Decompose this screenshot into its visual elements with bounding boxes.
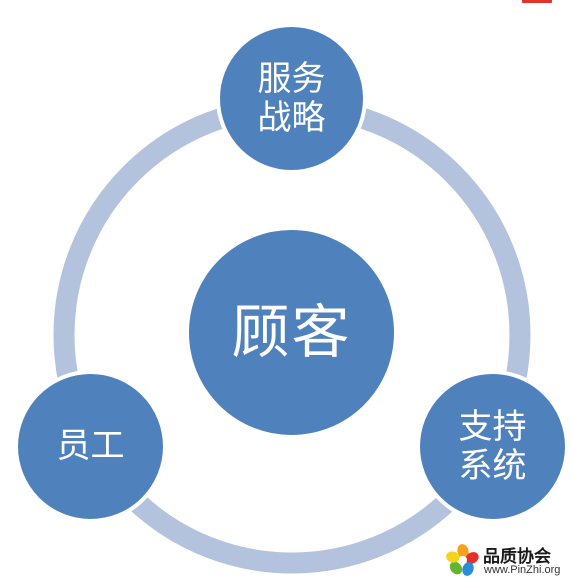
- node-service-strategy: 服务 战略: [216, 23, 367, 174]
- center-node: 顾客: [185, 226, 398, 439]
- center-label: 顾客: [231, 298, 352, 367]
- node-left-line-1: 员工: [56, 426, 125, 467]
- watermark-url: www.PinZhi.org: [484, 564, 561, 576]
- node-support-system: 支持 系统: [416, 370, 569, 523]
- flower-logo-icon: [446, 544, 479, 576]
- node-top-line-2: 战略: [257, 97, 326, 138]
- node-employees: 员工: [14, 370, 167, 523]
- node-top-line-1: 服务: [257, 59, 326, 100]
- top-edge-mark: [522, 0, 552, 3]
- node-right-line-1: 支持: [458, 407, 527, 448]
- watermark: 品质协会 www.PinZhi.org: [446, 542, 570, 578]
- watermark-name: 品质协会: [483, 547, 551, 567]
- node-right-line-2: 系统: [458, 445, 527, 486]
